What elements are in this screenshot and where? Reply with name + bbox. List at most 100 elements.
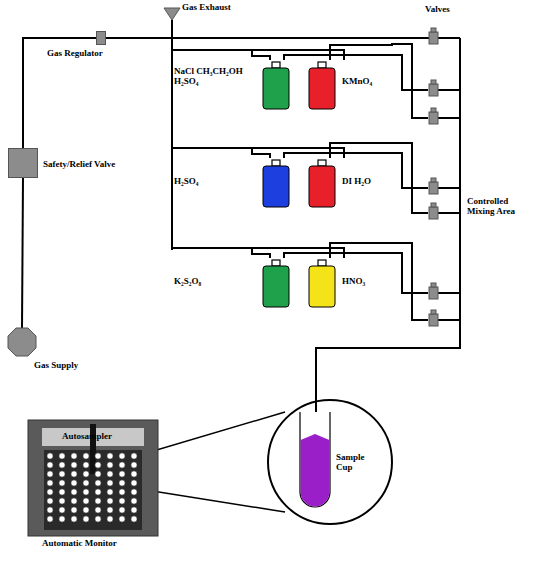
valve-symbol <box>429 310 438 326</box>
tube-wall <box>300 412 330 507</box>
rack-well <box>59 471 65 477</box>
bottle-shape <box>308 160 336 208</box>
bottle-body <box>309 68 335 109</box>
triangle-shape <box>164 8 180 20</box>
rack-well <box>71 480 77 486</box>
sample-liquid <box>301 434 330 506</box>
node-label: H₂SO₄ <box>174 176 234 186</box>
node-label: Gas Exhaust <box>182 2 252 12</box>
sample-tube <box>284 253 428 293</box>
rack-well <box>107 489 113 495</box>
automatic-monitor: AutosamplerAutomatic Monitor <box>28 420 158 536</box>
rack-well <box>71 453 77 459</box>
rack-well <box>131 453 137 459</box>
reagent-bottle: H₂SO₄ <box>262 160 290 208</box>
sample-tube <box>284 55 428 90</box>
rack-well <box>83 453 89 459</box>
bottle-body <box>263 266 289 307</box>
rack-well <box>95 516 101 522</box>
rack-well <box>119 507 125 513</box>
rack-well <box>107 480 113 486</box>
gas-line <box>106 37 460 39</box>
rack-well <box>107 471 113 477</box>
rack-well <box>107 462 113 468</box>
bottle-cap <box>272 260 280 266</box>
rack-well <box>119 498 125 504</box>
rack-well <box>83 489 89 495</box>
rack-well <box>59 462 65 468</box>
exhaust-triangle <box>164 8 180 20</box>
rack-well <box>107 498 113 504</box>
valve-symbol <box>429 203 438 219</box>
rack-well <box>71 507 77 513</box>
bottle-body <box>309 166 335 207</box>
rack-well <box>119 462 125 468</box>
rack-well <box>83 480 89 486</box>
mixing-area-label: Controlled Mixing Area <box>466 196 530 216</box>
node-label: Autosampler <box>62 431 132 441</box>
rack-well <box>71 516 77 522</box>
rack-well <box>119 471 125 477</box>
gas-supply-octagon: Gas Supply <box>8 328 36 356</box>
gas-feed <box>172 50 270 60</box>
rack-well <box>95 480 101 486</box>
node-label: Automatic Monitor <box>42 538 152 548</box>
bottle-cap <box>318 260 326 266</box>
rack-well <box>47 453 53 459</box>
bottle-cap <box>272 62 280 68</box>
sample-tube <box>284 153 428 188</box>
rack-well <box>47 498 53 504</box>
monitor-housing <box>28 420 158 536</box>
node-label: Safety/Relief Valve <box>43 159 143 169</box>
sample-tube <box>330 44 428 118</box>
rack-well <box>131 462 137 468</box>
bottle-cap <box>318 62 326 68</box>
rack-well <box>47 480 53 486</box>
rack-well <box>107 453 113 459</box>
node-label: Gas Supply <box>34 360 104 370</box>
rack-well <box>83 507 89 513</box>
node-label: DI H₂O <box>342 176 392 186</box>
gas-feed <box>172 148 270 158</box>
rack-well <box>47 471 53 477</box>
rack-well <box>47 489 53 495</box>
rack-well <box>59 480 65 486</box>
node-label: HNO₃ <box>342 276 392 286</box>
reagent-bottle: HNO₃ <box>308 260 336 308</box>
node-label: Sample Cup <box>336 452 376 472</box>
reagent-bottle: NaCl CH₃CH₂OH H₂SO₄ <box>262 62 290 110</box>
exhaust-line <box>171 20 173 250</box>
node-label: NaCl CH₃CH₂OH H₂SO₄ <box>174 66 256 86</box>
rack-well <box>107 507 113 513</box>
reagent-bottle: DI H₂O <box>308 160 336 208</box>
node-label: Gas Regulator <box>47 48 127 58</box>
bottle-cap <box>318 160 326 166</box>
rack-well <box>59 507 65 513</box>
rack-well <box>131 471 137 477</box>
gas-line <box>22 178 23 328</box>
sample-tube <box>330 243 428 320</box>
valve-outlet <box>438 90 460 320</box>
reagent-bottle: KMnO₄ <box>308 62 336 110</box>
rack-well <box>47 507 53 513</box>
rack-well <box>119 453 125 459</box>
rack-well <box>131 489 137 495</box>
rack-well <box>119 480 125 486</box>
valve-symbol <box>429 283 438 299</box>
bottle-cap <box>272 160 280 166</box>
manifold-line <box>316 38 460 432</box>
rack-well <box>83 471 89 477</box>
rack-well <box>131 498 137 504</box>
node-label: K₂S₂O₈ <box>174 276 234 286</box>
rack-well <box>59 489 65 495</box>
valve-symbol <box>429 28 438 44</box>
safety-relief-valve: Safety/Relief Valve <box>8 148 38 178</box>
octagon-shape <box>8 328 36 356</box>
rack-well <box>131 480 137 486</box>
rack-well <box>95 462 101 468</box>
rack-well <box>131 516 137 522</box>
reagent-bottle: K₂S₂O₈ <box>262 260 290 308</box>
rack-well <box>59 453 65 459</box>
rack-well <box>47 462 53 468</box>
